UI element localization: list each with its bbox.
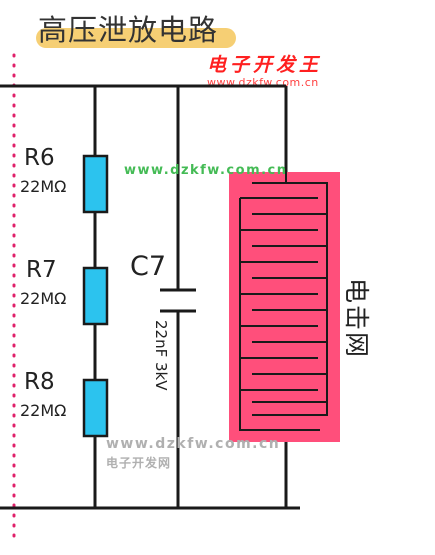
- r7-value: 22MΩ: [20, 289, 67, 308]
- r8-value: 22MΩ: [20, 401, 67, 420]
- electric-grid-background: [229, 172, 340, 442]
- title-area: 高压泄放电路: [32, 10, 236, 50]
- resistor-r6: [82, 154, 109, 214]
- c7-label: C7: [130, 251, 167, 282]
- gray-url-watermark: www.dzkfw.com.cn: [106, 436, 281, 452]
- electric-grid-lines: [239, 172, 328, 431]
- r7-label: R7: [26, 257, 57, 283]
- brand-watermark: 电子开发王: [207, 54, 323, 76]
- resistor-r7: [82, 266, 109, 326]
- title-highlight: [36, 28, 236, 48]
- resistor-r8: [82, 378, 109, 438]
- c7-value: 22nF 3kV: [152, 320, 170, 391]
- grid-label: 电击网: [342, 278, 371, 360]
- r6-value: 22MΩ: [20, 177, 67, 196]
- r6-label: R6: [24, 145, 55, 171]
- green-url-watermark: www.dzkfw.com.cn: [124, 163, 288, 178]
- r8-label: R8: [24, 369, 55, 395]
- page-title: 高压泄放电路: [38, 13, 219, 47]
- gray-cn-watermark: 电子开发网: [106, 456, 172, 470]
